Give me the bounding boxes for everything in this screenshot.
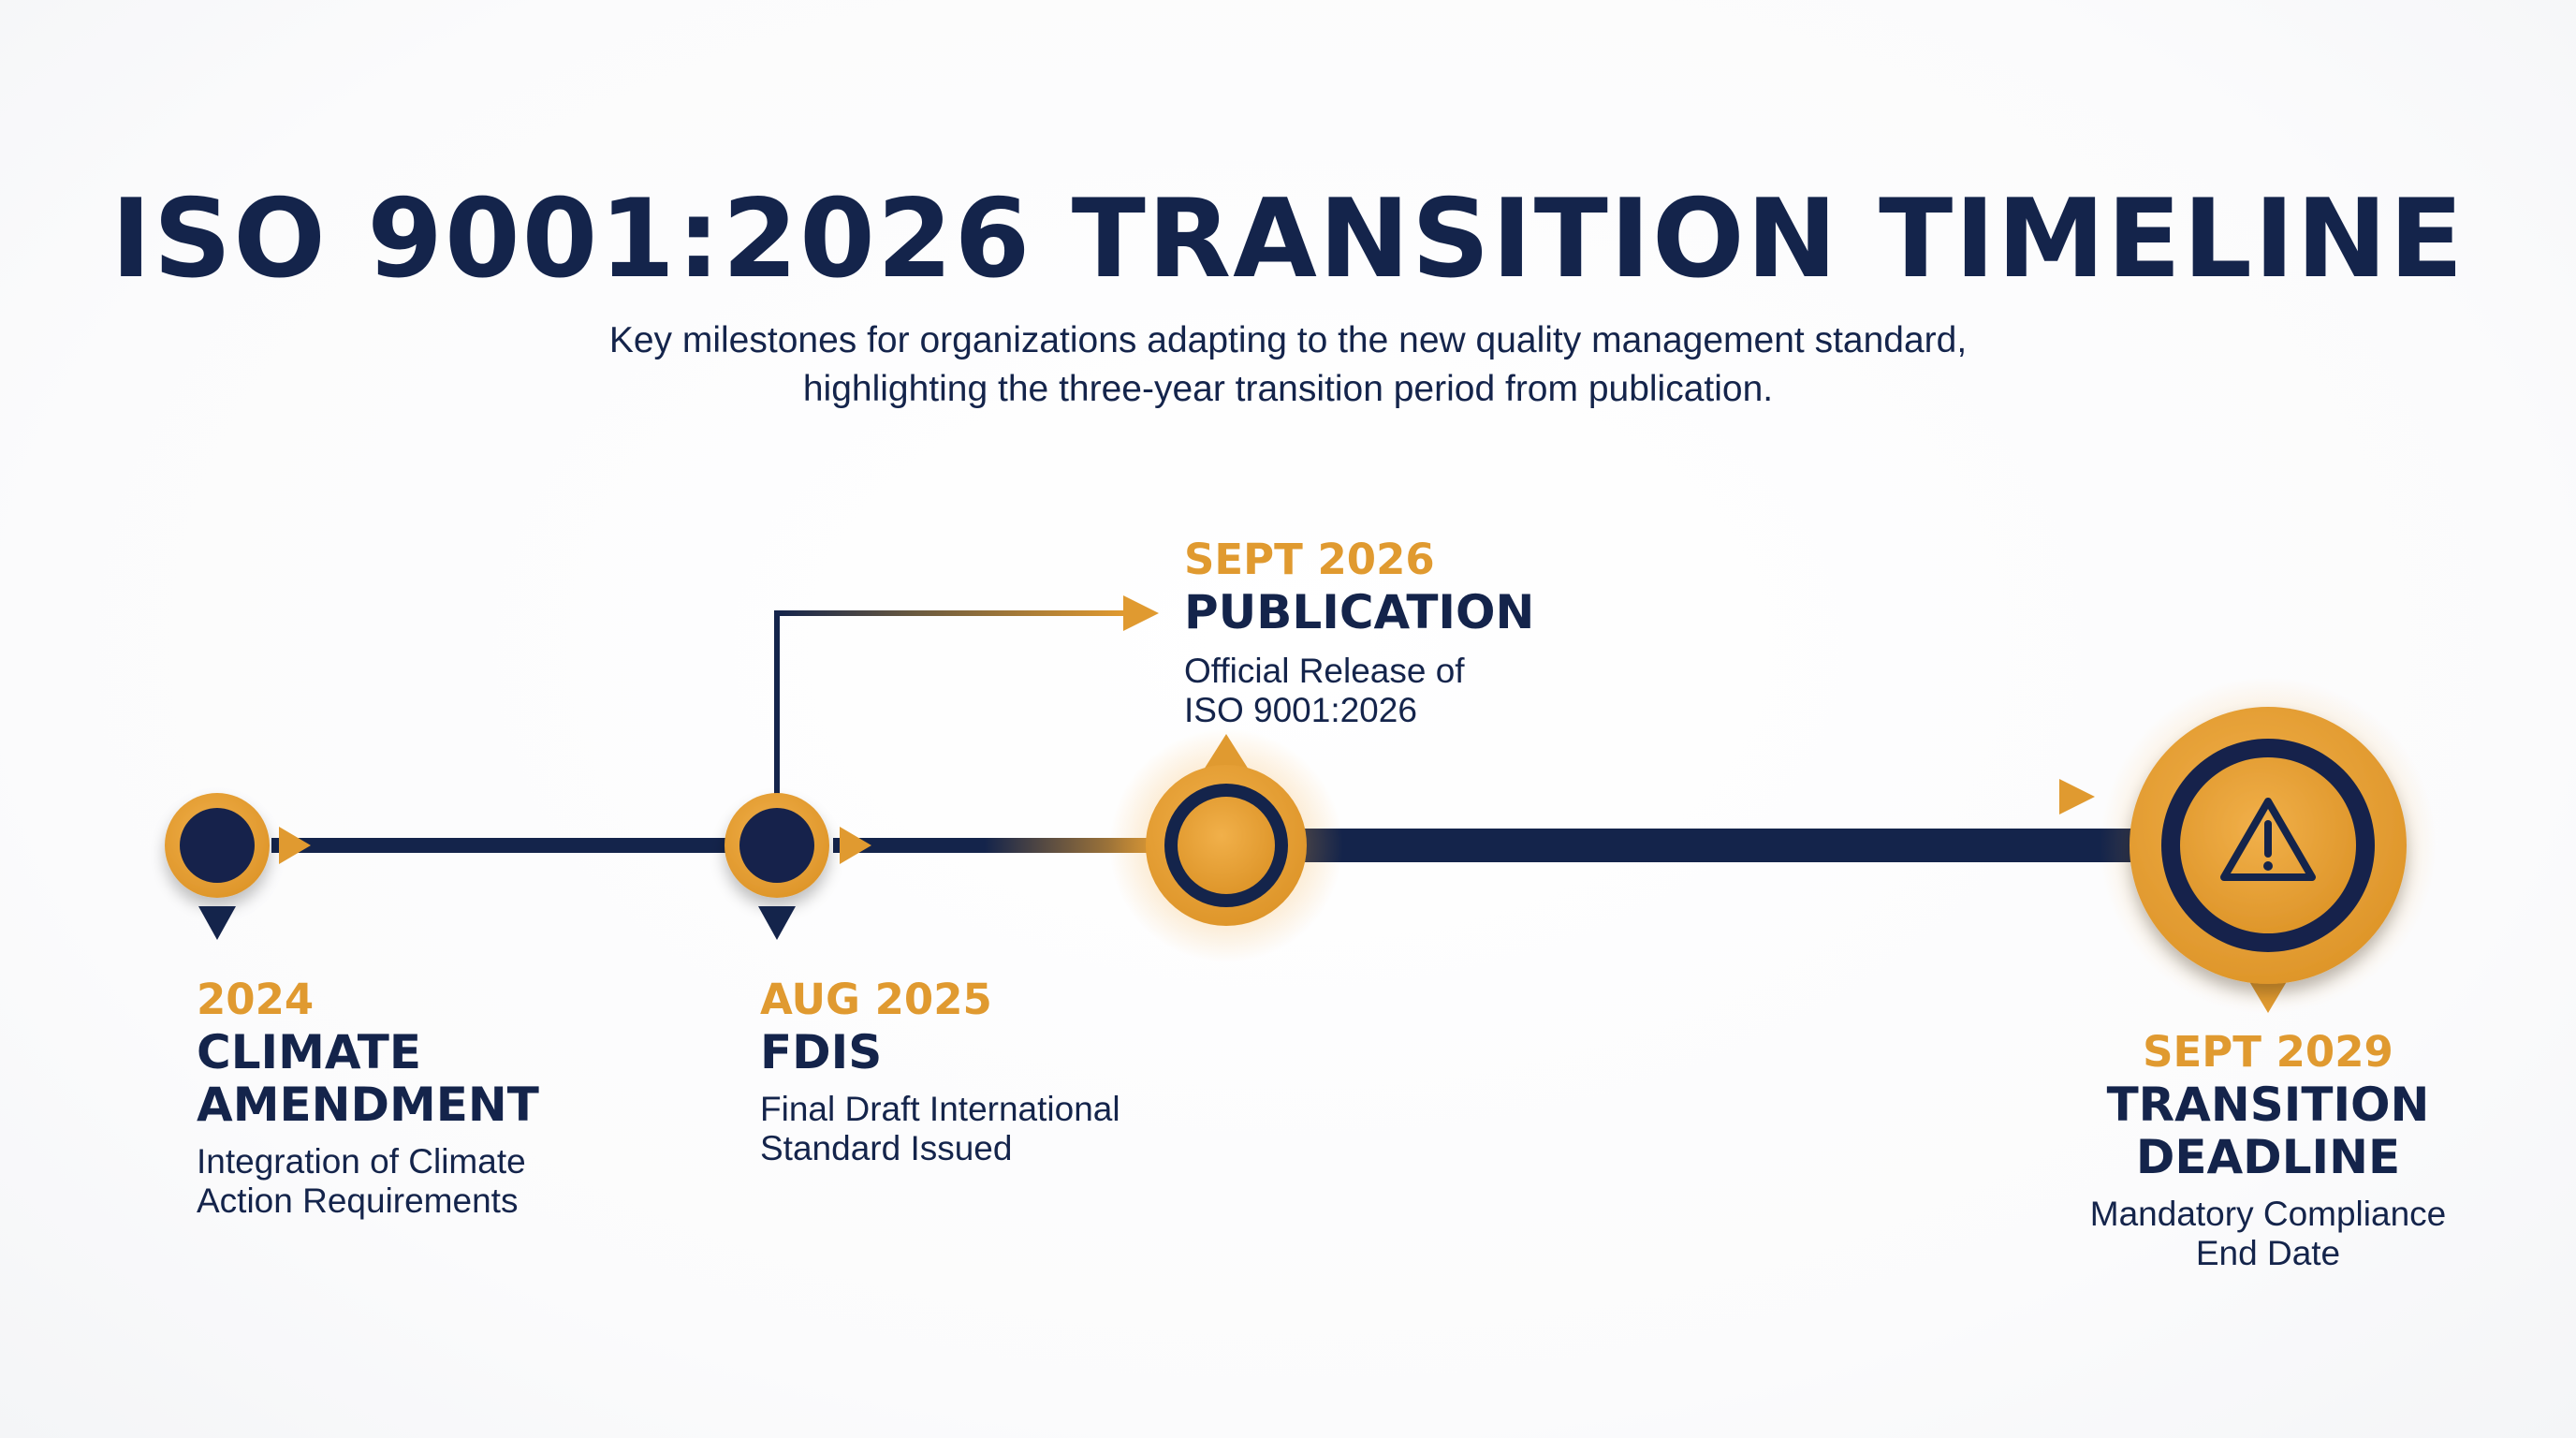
node-sept-2029-down-pointer (2245, 974, 2291, 1013)
milestone-name-line-1: CLIMATE (197, 1025, 421, 1079)
milestone-description: Final Draft International Standard Issue… (760, 1090, 1284, 1168)
milestone-desc-line-2: Standard Issued (760, 1129, 1013, 1167)
milestone-desc-line-1: Final Draft International (760, 1090, 1120, 1128)
node-2024-right-pointer (279, 827, 311, 864)
milestone-description: Integration of Climate Action Requiremen… (197, 1142, 721, 1221)
milestone-desc-line-2: ISO 9001:2026 (1184, 691, 1417, 729)
milestone-name-line-1: TRANSITION (2106, 1078, 2430, 1132)
milestone-date: 2024 (197, 975, 315, 1024)
node-aug-2025-right-pointer (840, 827, 871, 864)
milestone-description: Mandatory Compliance End Date (2006, 1195, 2530, 1273)
node-aug-2025-down-pointer (758, 906, 796, 940)
milestone-date: SEPT 2026 (1184, 535, 1435, 584)
subtitle-line-1: Key milestones for organizations adaptin… (608, 320, 1968, 360)
milestone-desc-line-1: Official Release of (1184, 652, 1465, 690)
timeline-segment-2 (833, 838, 1170, 853)
page-title: ISO 9001:2026 TRANSITION TIMELINE (110, 176, 2466, 302)
timeline-segment-3 (1292, 829, 2153, 862)
publication-arrowhead (1123, 595, 1159, 631)
milestone-desc-line-1: Mandatory Compliance (2089, 1195, 2447, 1233)
milestone-name-line-2: AMENDMENT (197, 1078, 539, 1132)
subtitle-line-2: highlighting the three-year transition p… (802, 369, 1774, 409)
milestone-aug-2025: AUG 2025 FDIS Final Draft International … (760, 974, 1284, 1168)
milestone-name-line-1: PUBLICATION (1184, 585, 1535, 639)
node-sept-2026-up-pointer (1204, 734, 1249, 770)
milestone-name-line-2: DEADLINE (2135, 1130, 2401, 1184)
milestone-desc-line-2: Action Requirements (197, 1181, 519, 1220)
milestone-sept-2026: SEPT 2026 PUBLICATION Official Release o… (1184, 534, 1746, 730)
milestone-desc-line-2: End Date (2195, 1234, 2341, 1272)
milestone-desc-line-1: Integration of Climate (197, 1142, 526, 1181)
transition-period-arrowhead (2059, 779, 2095, 814)
publication-branch-line (774, 610, 1123, 800)
milestone-date: SEPT 2029 (2143, 1027, 2393, 1077)
node-sept-2026 (1146, 765, 1307, 926)
milestone-description: Official Release of ISO 9001:2026 (1184, 652, 1746, 730)
node-2024 (165, 793, 270, 898)
node-aug-2025 (724, 793, 829, 898)
milestone-date: AUG 2025 (760, 975, 992, 1024)
warning-icon (2220, 798, 2316, 881)
milestone-sept-2029: SEPT 2029 TRANSITION DEADLINE Mandatory … (2006, 1026, 2530, 1273)
node-2024-down-pointer (198, 906, 236, 940)
milestone-name-line-1: FDIS (760, 1025, 883, 1079)
milestone-2024: 2024 CLIMATE AMENDMENT Integration of Cl… (197, 974, 721, 1221)
page-subtitle: Key milestones for organizations adaptin… (0, 316, 2576, 414)
